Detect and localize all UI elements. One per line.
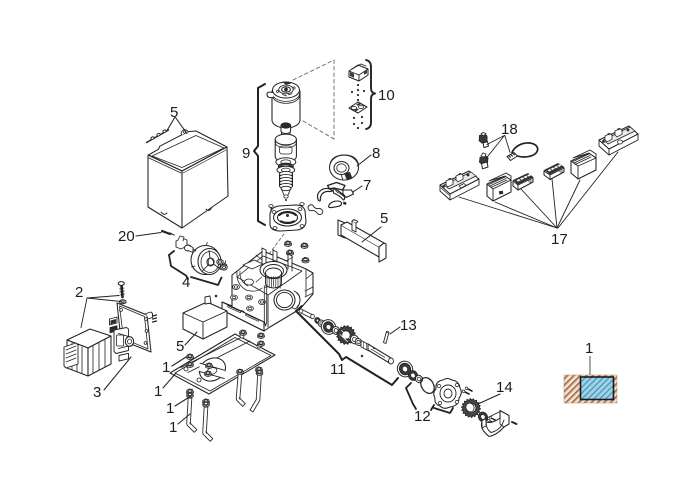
svg-text:3: 3 [93,384,101,401]
svg-text:2: 2 [75,284,83,301]
svg-text:4: 4 [182,274,190,291]
svg-text:1: 1 [166,400,174,417]
svg-text:1: 1 [169,419,177,436]
svg-text:5: 5 [170,104,178,121]
svg-text:20: 20 [118,228,135,245]
svg-text:1: 1 [162,359,170,376]
svg-text:18: 18 [501,121,518,138]
svg-text:14: 14 [496,379,513,396]
svg-text:1: 1 [585,340,593,357]
svg-text:5: 5 [380,210,388,227]
svg-text:7: 7 [363,177,371,194]
svg-text:9: 9 [242,145,250,162]
svg-text:11: 11 [330,361,346,378]
svg-text:17: 17 [551,231,568,248]
svg-text:8: 8 [372,145,380,162]
svg-text:5: 5 [176,338,184,355]
svg-text:13: 13 [400,317,417,334]
svg-text:1: 1 [154,383,162,400]
svg-text:12: 12 [414,408,431,425]
svg-text:10: 10 [378,87,395,104]
